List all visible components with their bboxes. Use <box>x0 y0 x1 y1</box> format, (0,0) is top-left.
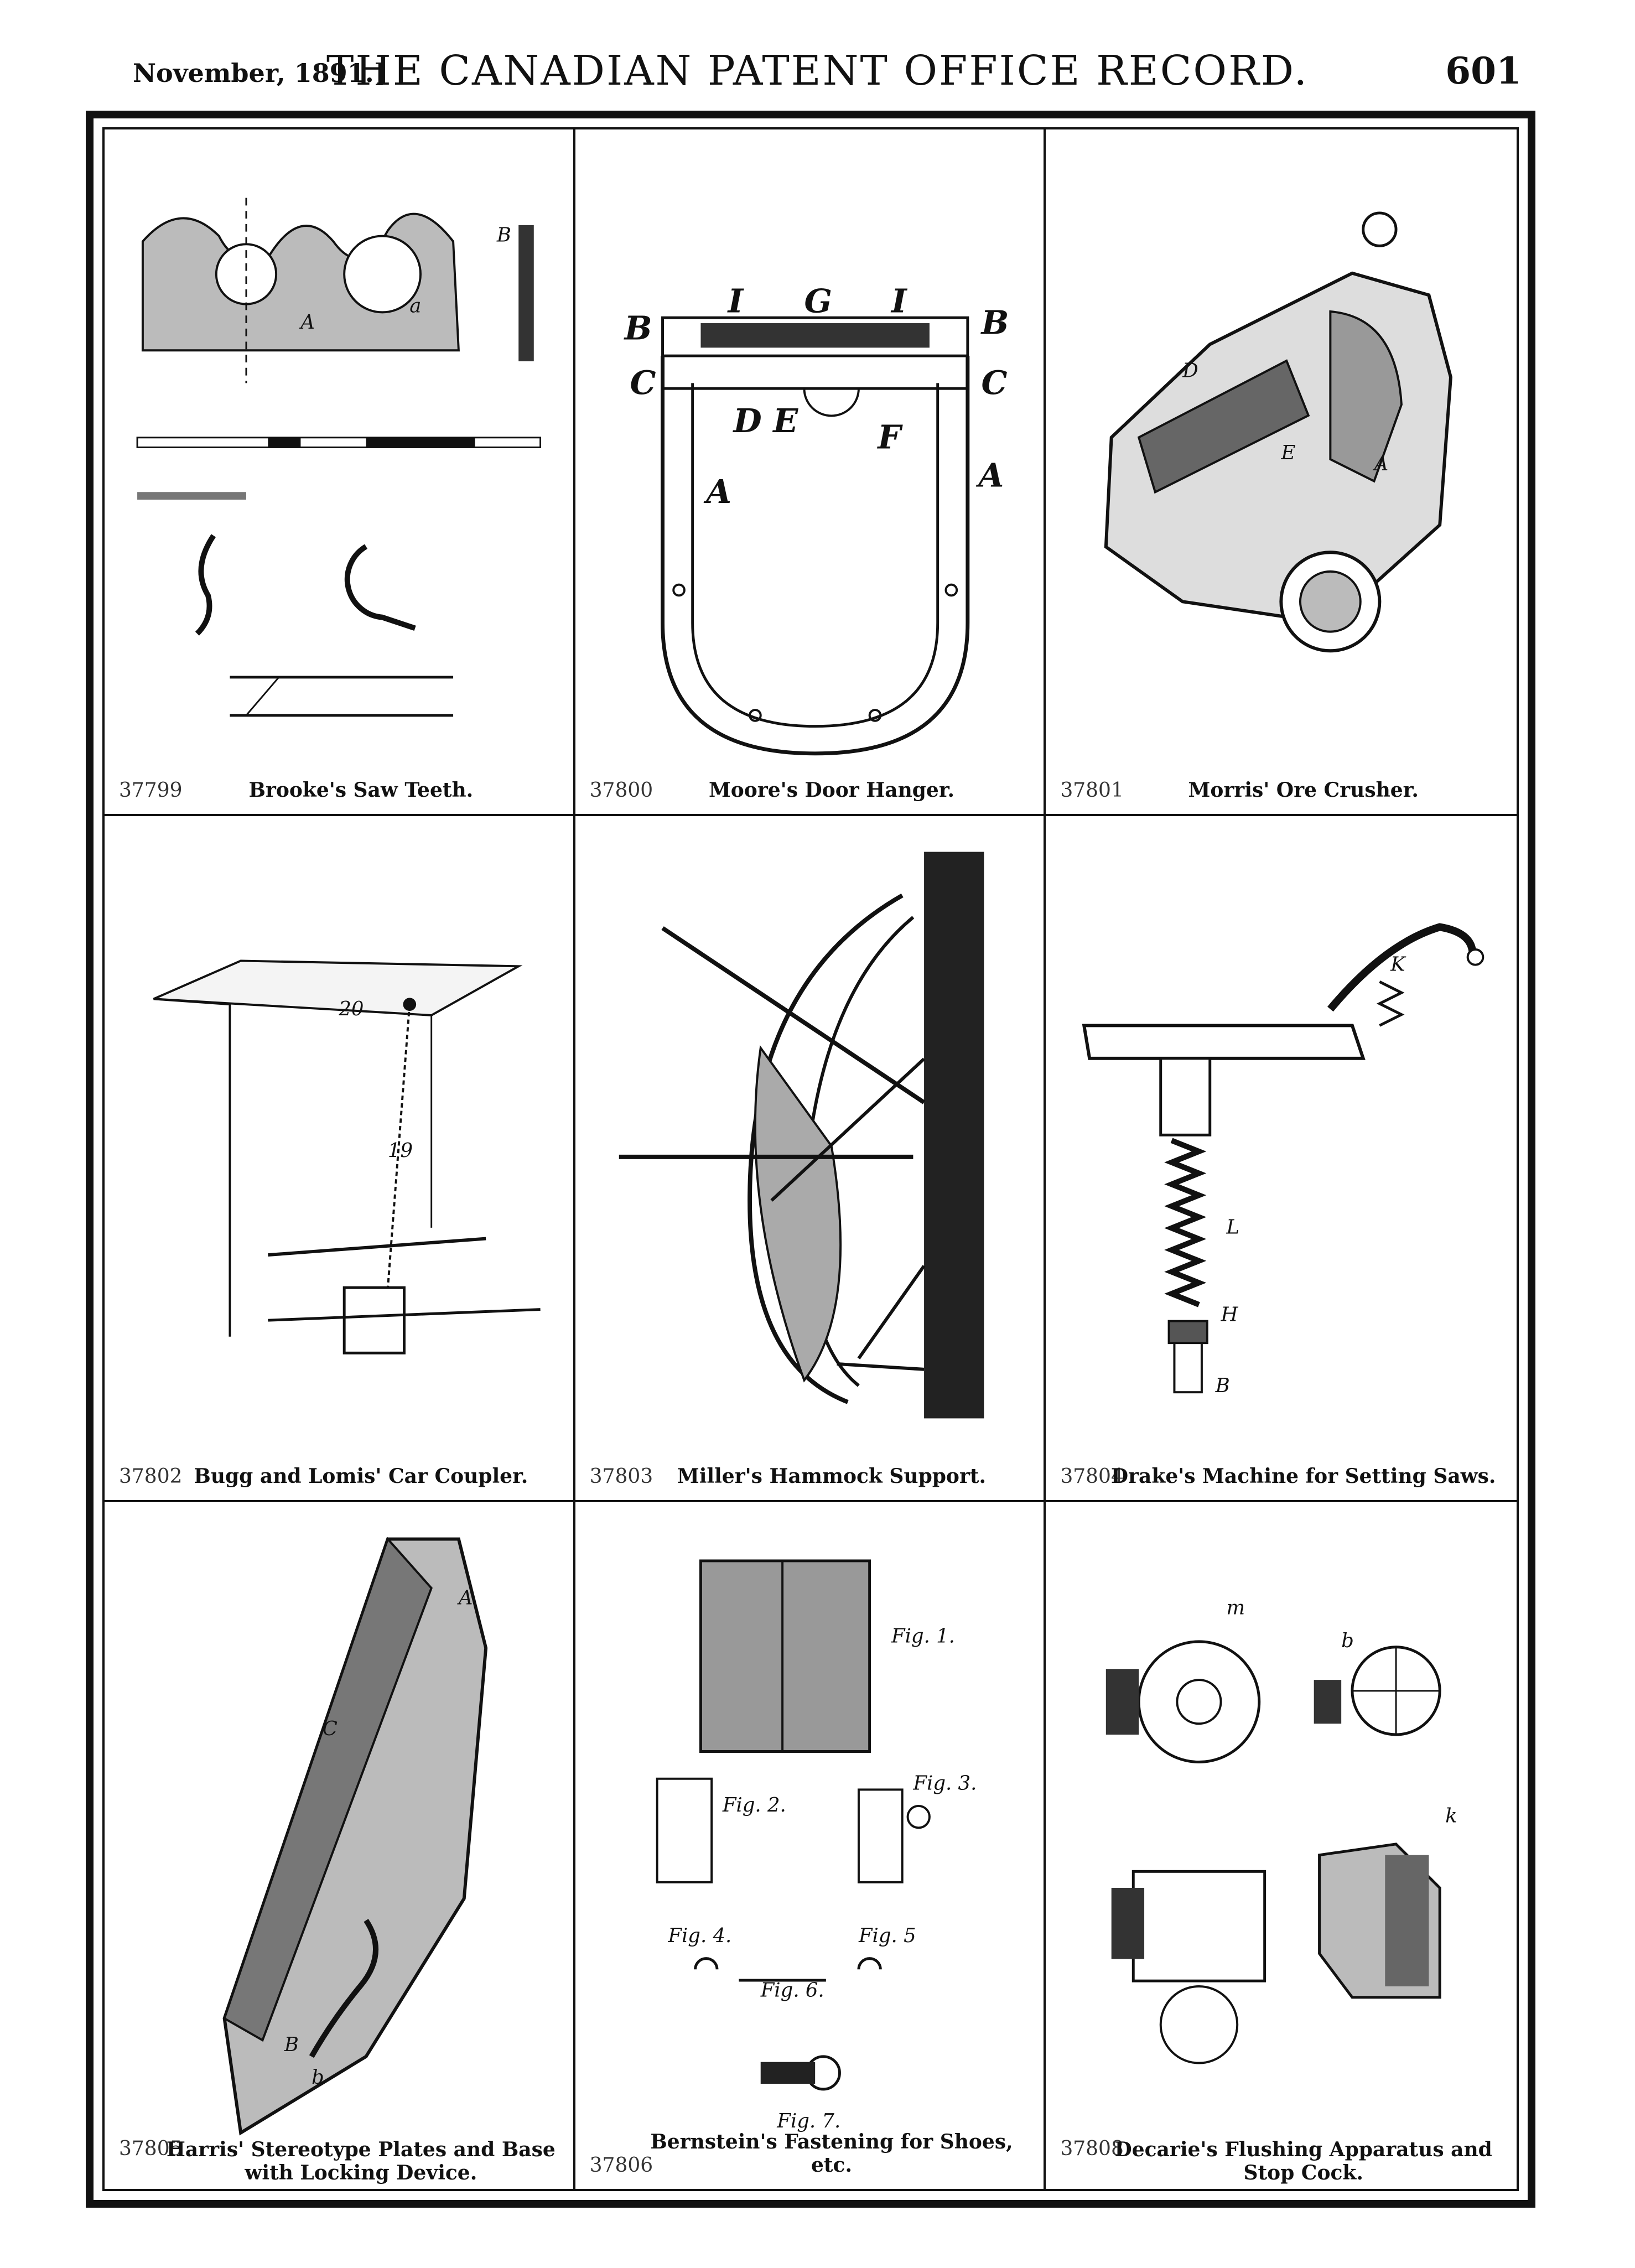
patent-title: Moore's Door Hanger. <box>708 778 955 802</box>
caption: 37802 Bugg and Lomis' Car Coupler. <box>115 1451 563 1496</box>
svg-text:C: C <box>981 364 1007 402</box>
svg-text:20: 20 <box>338 998 364 1020</box>
saw-teeth-drawing: B a A <box>136 198 542 717</box>
caption: 37801 Morris' Ore Crusher. <box>1056 765 1507 809</box>
patent-cell-stereotype-plates: A C B b 37805 Harris' Stereotype Plates … <box>105 1502 575 2189</box>
patent-number: 37799 <box>119 779 183 802</box>
svg-text:Fig. 5: Fig. 5 <box>858 1924 916 1947</box>
patent-title: Decarie's Flushing Apparatus and Stop Co… <box>1114 2137 1492 2184</box>
patent-title: Brooke's Saw Teeth. <box>248 778 474 802</box>
caption: 37800 Moore's Door Hanger. <box>585 765 1034 809</box>
caption: 37808 Decarie's Flushing Apparatus and S… <box>1056 2137 1507 2184</box>
patent-title: Drake's Machine for Setting Saws. <box>1110 1465 1496 1488</box>
saw-setting-machine-drawing: L H B K <box>1082 922 1485 1397</box>
svg-text:A: A <box>299 311 315 334</box>
svg-text:A: A <box>1373 453 1389 475</box>
caption: 37799 Brooke's Saw Teeth. <box>115 765 563 809</box>
svg-text:Fig. 2.: Fig. 2. <box>722 1794 786 1817</box>
patent-number: 37808 <box>1060 2137 1124 2160</box>
patent-grid: B a A 37799 Brooke's Saw Teeth. <box>105 129 1517 2189</box>
svg-text:k: k <box>1445 1805 1457 1828</box>
flushing-apparatus-drawing: m b k <box>1106 1597 1457 2064</box>
patent-cell-hammock-support: 37803 Miller's Hammock Support. <box>575 816 1046 1503</box>
svg-text:I: I <box>726 282 744 320</box>
hammock-support-drawing <box>619 852 984 1419</box>
svg-text:19: 19 <box>388 1139 413 1162</box>
ore-crusher-drawing: E A D <box>1104 211 1453 653</box>
svg-text:b: b <box>1341 1629 1354 1652</box>
caption: 37805 Harris' Stereotype Plates and Base… <box>115 2137 563 2184</box>
patent-cell-saw-teeth: B a A 37799 Brooke's Saw Teeth. <box>105 129 575 816</box>
svg-text:A: A <box>975 456 1004 494</box>
svg-text:Fig. 4.: Fig. 4. <box>667 1924 731 1947</box>
svg-text:a: a <box>409 294 421 317</box>
svg-text:Fig. 1.: Fig. 1. <box>891 1625 955 1648</box>
door-hanger-drawing: B B G I I C C D E F A A <box>623 282 1009 756</box>
patent-number: 37802 <box>119 1465 183 1488</box>
patent-cell-flushing-apparatus: m b k 37808 Decarie's Flushing Apparatus… <box>1046 1502 1517 2189</box>
publication-title: THE CANADIAN PATENT OFFICE RECORD. <box>326 47 1309 95</box>
svg-text:B: B <box>623 309 652 347</box>
patent-cell-saw-setting-machine: L H B K 37804 Drake's Machine for Settin… <box>1046 816 1517 1503</box>
svg-text:E: E <box>1281 442 1296 464</box>
svg-text:C: C <box>630 364 656 402</box>
plate-frame: B a A 37799 Brooke's Saw Teeth. <box>86 111 1535 2208</box>
svg-text:D: D <box>1182 360 1199 382</box>
svg-text:F: F <box>876 418 903 456</box>
svg-text:m: m <box>1227 1597 1245 1620</box>
patent-title: Miller's Hammock Support. <box>677 1465 987 1488</box>
patent-number: 37806 <box>589 2153 653 2177</box>
svg-text:K: K <box>1390 953 1406 975</box>
svg-text:B: B <box>284 2033 299 2056</box>
patent-cell-car-coupler: 19 20 37802 Bugg and Lomis' Car Coupler. <box>105 816 575 1503</box>
patent-title: Harris' Stereotype Plates and Base with … <box>166 2137 556 2184</box>
patent-cell-ore-crusher: E A D 37801 Morris' Ore Crusher. <box>1046 129 1517 816</box>
svg-text:G: G <box>804 282 832 320</box>
shoe-fastening-drawing: Fig. 1. Fig. 2. Fig. 3. Fig. 4. Fig. 5 F… <box>656 1559 977 2132</box>
svg-text:I: I <box>890 282 908 320</box>
svg-text:B: B <box>980 304 1009 342</box>
svg-text:L: L <box>1226 1216 1240 1238</box>
svg-text:B: B <box>496 224 511 246</box>
caption: 37804 Drake's Machine for Setting Saws. <box>1056 1451 1507 1496</box>
patent-title: Bugg and Lomis' Car Coupler. <box>194 1465 528 1488</box>
svg-text:B: B <box>1215 1374 1230 1397</box>
patent-number: 37800 <box>589 779 653 802</box>
issue-date: November, 1891.] <box>133 58 386 88</box>
svg-text:D E: D E <box>732 402 798 440</box>
page-number: 601 <box>1445 49 1522 92</box>
svg-text:H: H <box>1221 1303 1239 1326</box>
svg-text:Fig. 6.: Fig. 6. <box>760 1979 824 2002</box>
stereotype-plates-drawing: A C B b <box>222 1537 488 2136</box>
car-coupler-drawing: 19 20 <box>153 959 541 1354</box>
patent-title: Morris' Ore Crusher. <box>1188 778 1419 802</box>
page-header: November, 1891.] THE CANADIAN PATENT OFF… <box>0 47 1635 113</box>
svg-text:Fig. 3.: Fig. 3. <box>912 1772 977 1795</box>
patent-title: Bernstein's Fastening for Shoes, etc. <box>650 2130 1013 2177</box>
caption: 37803 Miller's Hammock Support. <box>585 1451 1034 1496</box>
svg-text:A: A <box>457 1587 473 1610</box>
patent-number: 37801 <box>1060 779 1124 802</box>
patent-number: 37805 <box>119 2137 183 2160</box>
patent-number: 37804 <box>1060 1465 1124 1488</box>
caption: 37806 Bernstein's Fastening for Shoes, e… <box>585 2130 1034 2184</box>
patent-cell-door-hanger: B B G I I C C D E F A A 37800 Moore's Do… <box>575 129 1046 816</box>
svg-text:A: A <box>703 473 731 511</box>
svg-text:C: C <box>323 1717 338 1740</box>
patent-cell-shoe-fastening: Fig. 1. Fig. 2. Fig. 3. Fig. 4. Fig. 5 F… <box>575 1502 1046 2189</box>
patent-number: 37803 <box>589 1465 653 1488</box>
svg-text:Fig. 7.: Fig. 7. <box>776 2110 840 2132</box>
svg-text:b: b <box>312 2066 324 2089</box>
